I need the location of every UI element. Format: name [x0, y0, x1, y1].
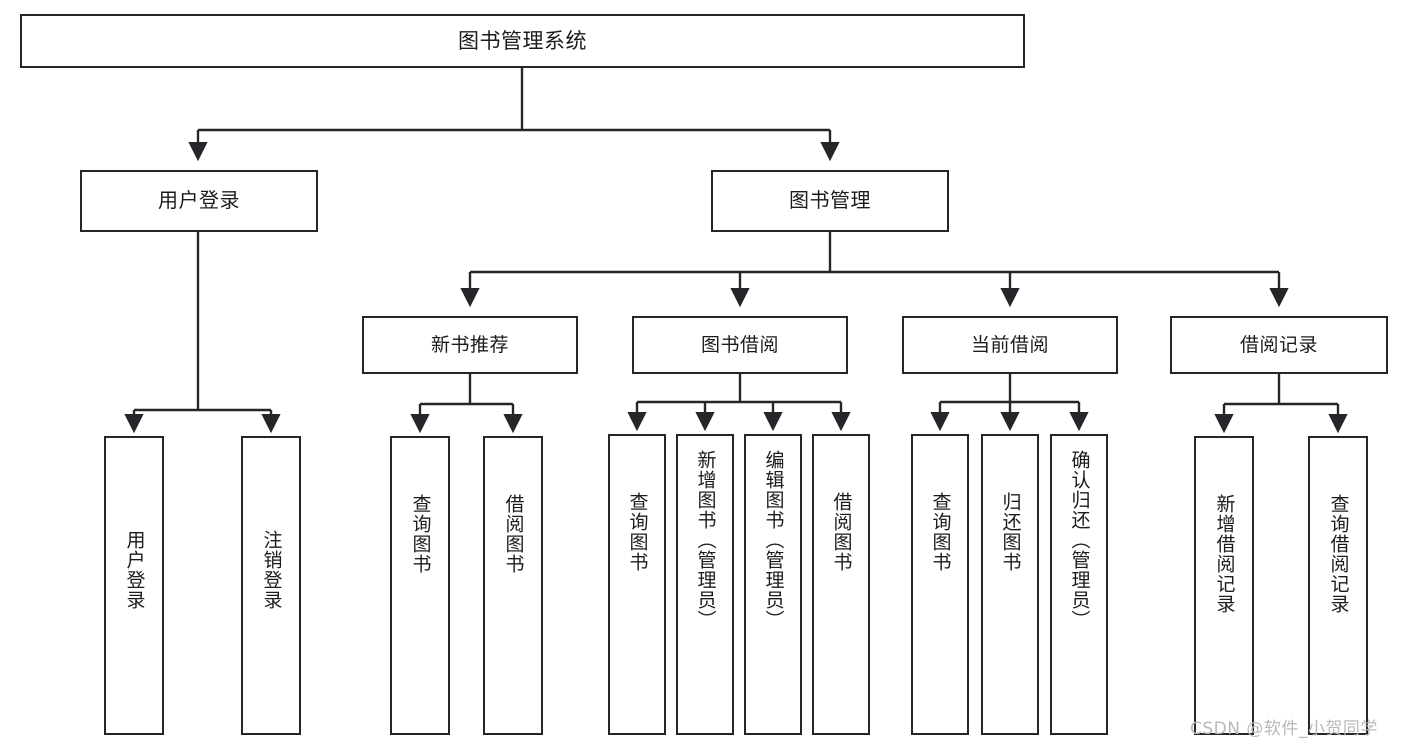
node-new-book-recommend[interactable]: 新书推荐 — [362, 316, 578, 374]
leaf-query-book-1-label: 查询图书 — [409, 494, 432, 574]
leaf-confirm-return[interactable]: 确认归还（管理员） — [1050, 434, 1108, 735]
leaf-borrow-book-1[interactable]: 借阅图书 — [483, 436, 543, 735]
leaf-user-login-label: 用户登录 — [123, 530, 146, 610]
node-user-login-label: 用户登录 — [158, 188, 240, 213]
leaf-borrow-book-1-label: 借阅图书 — [502, 494, 525, 574]
node-root-label: 图书管理系统 — [458, 28, 587, 53]
node-user-login[interactable]: 用户登录 — [80, 170, 318, 232]
leaf-logout-label: 注销登录 — [260, 530, 283, 610]
leaf-query-book-3-label: 查询图书 — [929, 492, 952, 572]
node-root[interactable]: 图书管理系统 — [20, 14, 1025, 68]
node-book-borrow-label: 图书借阅 — [700, 333, 779, 356]
leaf-query-record[interactable]: 查询借阅记录 — [1308, 436, 1368, 735]
leaf-edit-book-label: 编辑图书（管理员） — [762, 450, 785, 630]
node-book-management-label: 图书管理 — [789, 188, 871, 213]
node-new-book-recommend-label: 新书推荐 — [430, 333, 509, 356]
watermark: CSDN @软件_小贺同学 — [1190, 719, 1378, 739]
leaf-user-login[interactable]: 用户登录 — [104, 436, 164, 735]
leaf-query-record-label: 查询借阅记录 — [1327, 494, 1350, 614]
leaf-add-book-label: 新增图书（管理员） — [694, 450, 717, 630]
leaf-add-record[interactable]: 新增借阅记录 — [1194, 436, 1254, 735]
node-borrow-record-label: 借阅记录 — [1239, 333, 1318, 356]
node-book-management[interactable]: 图书管理 — [711, 170, 949, 232]
leaf-edit-book[interactable]: 编辑图书（管理员） — [744, 434, 802, 735]
leaf-confirm-return-label: 确认归还（管理员） — [1068, 450, 1091, 630]
leaf-return-book[interactable]: 归还图书 — [981, 434, 1039, 735]
node-current-borrow[interactable]: 当前借阅 — [902, 316, 1118, 374]
leaf-query-book-2[interactable]: 查询图书 — [608, 434, 666, 735]
node-current-borrow-label: 当前借阅 — [970, 333, 1049, 356]
leaf-query-book-3[interactable]: 查询图书 — [911, 434, 969, 735]
node-book-borrow[interactable]: 图书借阅 — [632, 316, 848, 374]
node-borrow-record[interactable]: 借阅记录 — [1170, 316, 1388, 374]
leaf-borrow-book-2[interactable]: 借阅图书 — [812, 434, 870, 735]
leaf-query-book-2-label: 查询图书 — [626, 492, 649, 572]
leaf-add-book[interactable]: 新增图书（管理员） — [676, 434, 734, 735]
leaf-query-book-1[interactable]: 查询图书 — [390, 436, 450, 735]
leaf-add-record-label: 新增借阅记录 — [1213, 494, 1236, 614]
leaf-return-book-label: 归还图书 — [999, 492, 1022, 572]
leaf-borrow-book-2-label: 借阅图书 — [830, 492, 853, 572]
leaf-logout[interactable]: 注销登录 — [241, 436, 301, 735]
